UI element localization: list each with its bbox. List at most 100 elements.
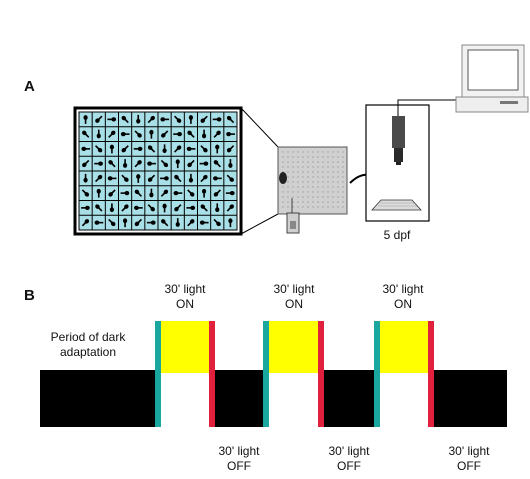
light-on-marker (374, 321, 380, 427)
larva-icon (213, 218, 221, 227)
larva-icon (174, 115, 182, 123)
light-off-line2: OFF (457, 459, 481, 473)
larva-icon (215, 144, 220, 154)
larva-icon (213, 130, 221, 138)
larva-icon (95, 145, 103, 153)
larva-icon (120, 191, 130, 196)
larva-icon (175, 218, 180, 227)
light-off-line2: OFF (337, 459, 361, 473)
light-on-line1: 30' light (273, 282, 315, 296)
larva-icon (162, 144, 167, 154)
light-off-label: 30' light OFF (309, 444, 389, 474)
larva-icon (96, 188, 101, 198)
camera-cable (397, 99, 458, 116)
larva-icon (147, 174, 156, 182)
larva-icon (94, 220, 104, 225)
dark-period-bar (434, 370, 507, 427)
larva-icon (160, 189, 169, 197)
larva-icon (226, 132, 235, 137)
light-on-label: 30' light ON (254, 282, 334, 312)
larva-icon (96, 129, 101, 139)
larva-icon (109, 203, 115, 213)
light-off-line1: 30' light (218, 444, 260, 458)
zoom-lines (240, 107, 279, 235)
light-on-line2: ON (394, 297, 412, 311)
larva-icon (136, 174, 141, 183)
dark-period-label: Period of dark adaptation (36, 330, 140, 360)
larva-icon (226, 115, 235, 124)
larva-icon (226, 145, 235, 153)
light-off-marker (428, 321, 434, 427)
larva-icon (133, 146, 143, 151)
light-off-marker (318, 321, 324, 427)
larva-icon (187, 159, 195, 168)
larva-icon (121, 174, 129, 182)
larva-icon (81, 219, 90, 227)
larva-icon (81, 146, 91, 151)
larva-icon (186, 205, 196, 210)
larva-icon (187, 189, 195, 197)
larva-icon (200, 115, 208, 123)
light-on-label: 30' light ON (145, 282, 225, 312)
dark-period-bar (324, 370, 374, 427)
dark-period-bar (40, 370, 155, 427)
larva-icon (134, 130, 142, 138)
larva-icon (188, 115, 194, 124)
light-on-marker (155, 321, 161, 427)
larva-icon (199, 220, 209, 225)
larva-icon (174, 204, 182, 212)
larva-icon (122, 159, 128, 168)
larva-icon (107, 176, 117, 181)
computer-icon (455, 44, 529, 113)
larva-icon (81, 189, 90, 197)
larva-icon (122, 218, 128, 228)
larva-icon (83, 115, 88, 124)
larva-icon (82, 130, 90, 138)
larva-icon (108, 189, 116, 197)
larva-icon (175, 159, 180, 169)
light-on-line2: ON (285, 297, 303, 311)
larva-icon (121, 145, 129, 153)
larva-icon (108, 160, 116, 168)
larva-icon (134, 218, 142, 227)
light-on-marker (263, 321, 269, 427)
larva-icon (173, 191, 183, 196)
recording-chamber (365, 104, 430, 222)
larva-icon (186, 146, 196, 151)
dark-period-line1: Period of dark (50, 330, 126, 344)
larva-icon (147, 145, 156, 153)
plate-device (277, 146, 348, 234)
larva-icon (120, 132, 130, 137)
larva-icon (109, 144, 115, 154)
light-on-bar (263, 321, 324, 373)
dark-period-bar (215, 370, 263, 427)
larva-icon (174, 145, 182, 153)
dark-period-line2: adaptation (59, 345, 117, 359)
larva-icon (95, 174, 103, 183)
larva-icon (149, 188, 154, 198)
light-on-label: 30' light ON (363, 282, 443, 312)
larva-icon (82, 159, 90, 168)
larva-icon (107, 117, 117, 122)
larva-icon (94, 161, 103, 166)
light-off-line2: OFF (227, 459, 251, 473)
larva-icon (199, 161, 209, 166)
larva-icon (228, 218, 233, 228)
larva-icon (188, 173, 194, 183)
larva-icon (121, 204, 129, 212)
larva-icon (226, 204, 234, 212)
larva-icon (226, 174, 234, 182)
larva-icon (225, 191, 235, 196)
larva-icon (147, 204, 155, 212)
larva-icon (213, 176, 222, 181)
larva-icon (108, 218, 116, 227)
larva-icon (147, 161, 156, 166)
larva-icon (81, 205, 90, 210)
larva-icon (215, 203, 220, 213)
light-off-marker (209, 321, 215, 427)
larva-icon (121, 115, 129, 124)
larva-icon (187, 130, 195, 138)
age-label: 5 dpf (383, 228, 411, 242)
light-off-label: 30' light OFF (199, 444, 279, 474)
